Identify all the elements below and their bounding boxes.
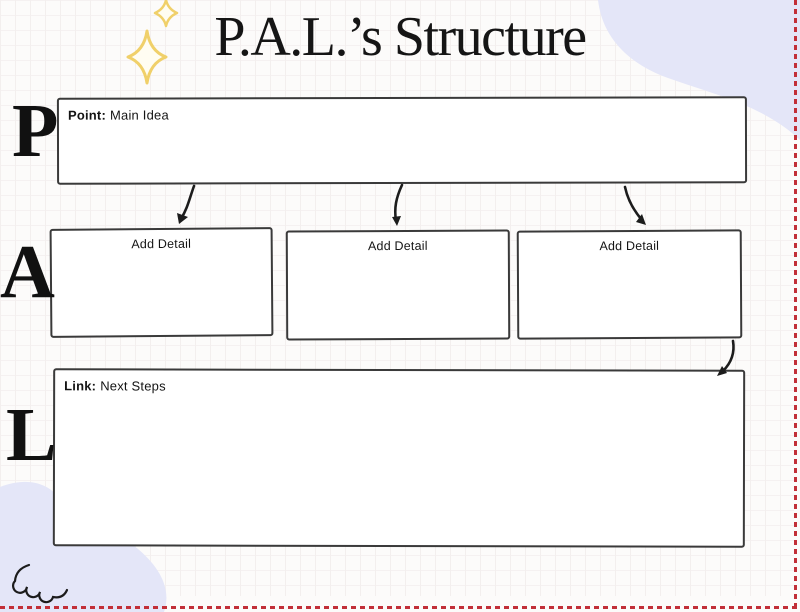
detail-box-3-label: Add Detail (599, 238, 660, 254)
letter-p: P (12, 89, 59, 173)
point-box[interactable]: Point:Main Idea (56, 96, 748, 185)
detail-box-2-label: Add Detail (367, 238, 428, 254)
detail-box-2[interactable]: Add Detail (285, 229, 511, 341)
link-box-label-rest: Next Steps (100, 378, 166, 394)
letter-l: L (6, 393, 57, 477)
link-box[interactable]: Link:Next Steps (52, 368, 746, 548)
link-box-label-bold: Link: (64, 378, 97, 394)
dashed-border-right (794, 0, 797, 612)
letter-a: A (0, 230, 55, 314)
point-box-label-bold: Point: (67, 107, 106, 123)
point-box-label: Point:Main Idea (59, 98, 745, 122)
detail-box-3[interactable]: Add Detail (516, 229, 743, 340)
point-box-label-rest: Main Idea (109, 107, 169, 123)
detail-box-1-label: Add Detail (131, 236, 192, 252)
dashed-border-bottom (0, 606, 800, 609)
link-box-label: Link:Next Steps (55, 370, 743, 394)
page-title: P.A.L.’s Structure (214, 6, 587, 68)
detail-box-1[interactable]: Add Detail (49, 227, 274, 338)
